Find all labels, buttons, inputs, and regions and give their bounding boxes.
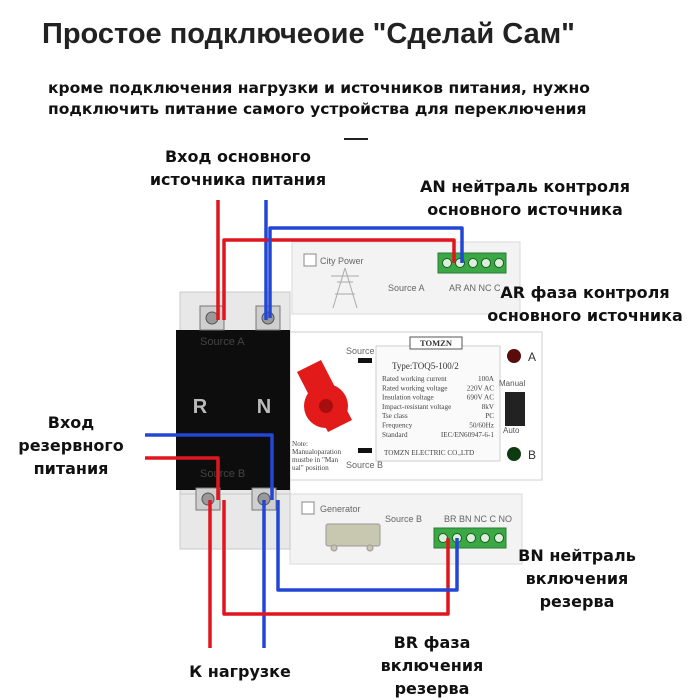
module-ii-icon [301, 501, 315, 515]
generator-icon [325, 523, 381, 552]
generator-label: Generator [320, 504, 361, 514]
backup-phase-wire [145, 456, 220, 500]
terminals-a-label: AR AN NC C [449, 283, 501, 293]
spec-name: Standard [382, 431, 408, 439]
breaker-source-a-label: Source A [200, 336, 245, 348]
spec-value: 690V AC [467, 394, 494, 402]
rotary-handle[interactable] [297, 360, 352, 432]
type-text: Type:TOQ5-100/2 [392, 361, 459, 371]
source-b-marker [358, 448, 372, 453]
source-a-marker [358, 358, 372, 363]
module-i-icon [303, 253, 317, 267]
load-label: К нагрузке [189, 662, 291, 681]
terminals-b-label: BR BN NC C NO [444, 514, 512, 524]
power-tower-icon [331, 267, 359, 309]
breaker-source-b-label: Source B [200, 468, 245, 480]
subtitle-line-2: подключить питание самого устройства для… [48, 100, 587, 118]
spec-value: PC [485, 412, 494, 420]
br-control-wire [222, 500, 450, 616]
note-line: Manualoparation [292, 448, 342, 456]
spec-value: IEC/EN60947-6-1 [441, 431, 495, 439]
spec-name: Frequency [382, 422, 413, 430]
note-line: Note: [292, 440, 308, 448]
indicator-b-lamp [507, 447, 521, 461]
source-a-switch-label: Source A [346, 346, 383, 356]
spec-name: Impact-resistant voltage [382, 403, 451, 411]
ar-control-wire [222, 238, 456, 320]
manual-label: Manual [499, 379, 525, 388]
brand-text: TOMZN [420, 338, 453, 348]
brand-badge [409, 336, 463, 350]
source-a-top-label: Source A [388, 283, 425, 293]
note-line: ual" position [292, 464, 329, 472]
source-b-bottom-label: Source B [385, 514, 422, 524]
breaker-screws [195, 305, 281, 511]
spec-name: Insulation voltage [382, 394, 434, 402]
neutral-letter: N [257, 396, 271, 418]
indicator-a-lamp [507, 349, 521, 363]
city-power-label: City Power [320, 256, 364, 266]
spec-name: Tse class [382, 412, 408, 420]
spec-value: 8kV [482, 403, 495, 411]
indicator-a-label: A [528, 350, 536, 364]
auto-label: Auto [503, 426, 520, 435]
divider-dash [344, 138, 368, 140]
spec-value: 50/60Hz [469, 422, 494, 430]
nameplate [375, 345, 501, 462]
bn-control-wire [276, 500, 459, 592]
backup-neutral-wire [145, 433, 274, 500]
maker-text: TOMZN ELECTRIC CO.,LTD [384, 449, 474, 457]
indicator-b-label: B [528, 448, 536, 462]
spec-value: 100A [478, 375, 495, 383]
spec-value: 220V AC [467, 384, 494, 392]
spec-name: Rated working current [382, 375, 447, 383]
source-b-switch-label: Source B [346, 460, 383, 470]
terminal-screws-b [438, 533, 504, 543]
page-title: Простое подключеоие "Сделай Сам" [42, 18, 575, 50]
note-line: mustbe in "Man [292, 456, 338, 464]
subtitle-line-1: кроме подключения нагрузки и источников … [48, 79, 590, 97]
spec-table: Rated working current 100A Rated working v… [382, 375, 495, 439]
screw-heads [201, 311, 275, 506]
phase-letter: R [193, 396, 208, 418]
an-control-wire [268, 226, 464, 318]
spec-name: Rated working voltage [382, 384, 447, 392]
mode-switch[interactable] [505, 392, 525, 426]
